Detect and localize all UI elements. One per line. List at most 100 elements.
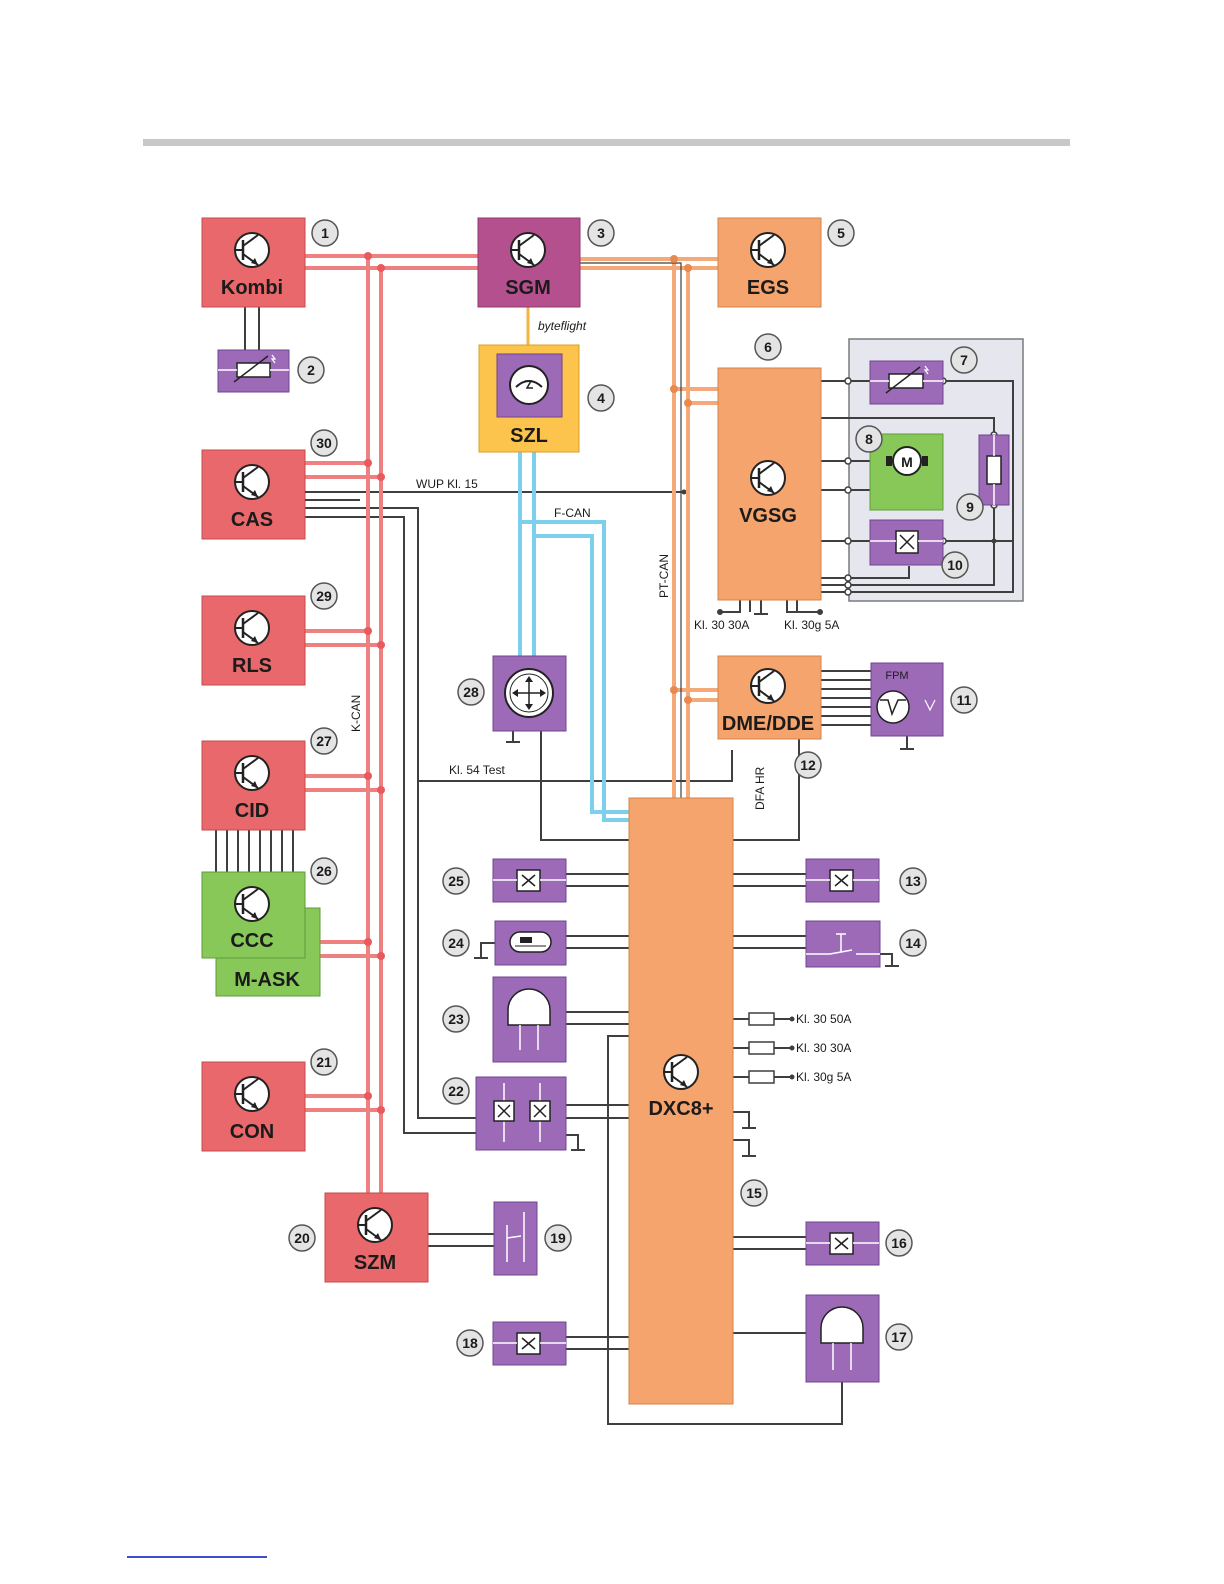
svg-text:17: 17 <box>891 1329 907 1345</box>
badge-21: 21 <box>311 1049 337 1075</box>
svg-text:23: 23 <box>448 1011 464 1027</box>
ccc-label: CCC <box>230 930 273 952</box>
rls-label: RLS <box>232 655 272 677</box>
sensor-23 <box>493 977 566 1062</box>
badge-13: 13 <box>900 868 926 894</box>
kl54-label: Kl. 54 Test <box>449 763 505 777</box>
svg-text:19: 19 <box>550 1230 566 1246</box>
dme-dde-label: DME/DDE <box>722 713 814 735</box>
svg-text:1: 1 <box>321 225 329 241</box>
cas-module: CAS <box>202 450 305 539</box>
header-rule <box>143 139 1070 146</box>
transistor-icon <box>235 465 269 499</box>
badge-9: 9 <box>957 494 983 520</box>
vgsg-label: VGSG <box>739 505 797 527</box>
svg-text:3: 3 <box>597 225 605 241</box>
badge-3: 3 <box>588 220 614 246</box>
svg-text:22: 22 <box>448 1083 464 1099</box>
motor-label: M <box>901 454 913 470</box>
transistor-icon <box>751 669 785 703</box>
badge-19: 19 <box>545 1225 571 1251</box>
svg-text:20: 20 <box>294 1230 310 1246</box>
svg-text:4: 4 <box>597 390 605 406</box>
badge-15: 15 <box>741 1180 767 1206</box>
svg-text:13: 13 <box>905 873 921 889</box>
badge-1: 1 <box>312 220 338 246</box>
transistor-icon <box>358 1208 392 1242</box>
transistor-icon <box>751 233 785 267</box>
svg-text:6: 6 <box>764 339 772 355</box>
svg-text:29: 29 <box>316 588 332 604</box>
badge-5: 5 <box>828 220 854 246</box>
ccc-module: CCC <box>202 872 305 958</box>
sensor-7 <box>870 361 943 404</box>
szm-label: SZM <box>354 1252 396 1274</box>
svg-text:7: 7 <box>960 352 968 368</box>
dfa-hr-label: DFA HR <box>753 766 767 810</box>
badge-23: 23 <box>443 1006 469 1032</box>
fuse-label-1: Kl. 30 50A <box>796 1012 851 1026</box>
svg-text:27: 27 <box>316 733 332 749</box>
badge-22: 22 <box>443 1078 469 1104</box>
cas-extra-wires <box>305 492 360 500</box>
svg-text:11: 11 <box>957 692 972 708</box>
svg-text:5: 5 <box>837 225 845 241</box>
fuse-label-3: Kl. 30g 5A <box>796 1070 851 1084</box>
hall-sensor-icon <box>821 1307 863 1343</box>
temperature-sensor-2 <box>218 350 289 392</box>
badge-17: 17 <box>886 1324 912 1350</box>
vgsg-terminal-left: Kl. 30 30A <box>694 618 749 632</box>
badge-6: 6 <box>755 334 781 360</box>
badge-30: 30 <box>311 430 337 456</box>
valve-18 <box>493 1322 566 1365</box>
svg-text:2: 2 <box>307 362 315 378</box>
valves-22 <box>476 1077 566 1150</box>
svg-text:21: 21 <box>316 1054 332 1070</box>
fpm-label: FPM <box>885 670 908 682</box>
dxc8-label: DXC8+ <box>648 1098 713 1120</box>
valve-16 <box>806 1222 879 1265</box>
sensor-icon <box>237 363 270 377</box>
svg-text:14: 14 <box>905 935 921 951</box>
fuse-icon <box>749 1042 774 1054</box>
badge-2: 2 <box>298 357 324 383</box>
fuse-icon <box>749 1013 774 1025</box>
cas-label: CAS <box>231 509 273 531</box>
szl-label: SZL <box>510 425 548 447</box>
sensor-24 <box>495 921 566 965</box>
badge-4: 4 <box>588 385 614 411</box>
svg-text:25: 25 <box>448 873 464 889</box>
kombi-label: Kombi <box>221 277 283 299</box>
sgm-label: SGM <box>505 277 551 299</box>
k-can-label: K-CAN <box>349 695 363 732</box>
fuse-icon <box>749 1071 774 1083</box>
steering-column-icon <box>510 366 548 404</box>
resistor-9 <box>979 435 1009 505</box>
badge-12: 12 <box>795 752 821 778</box>
con-label: CON <box>230 1121 274 1143</box>
svg-text:18: 18 <box>462 1335 478 1351</box>
svg-text:28: 28 <box>463 684 479 700</box>
hall-sensor-icon <box>508 989 550 1025</box>
switch-19 <box>494 1202 537 1275</box>
cid-label: CID <box>235 800 269 822</box>
badge-8: 8 <box>856 426 882 452</box>
egs-label: EGS <box>747 277 789 299</box>
svg-text:26: 26 <box>316 863 332 879</box>
pt-can-bus <box>580 259 718 800</box>
szm-module: SZM <box>325 1193 428 1282</box>
badge-25: 25 <box>443 868 469 894</box>
transistor-icon <box>751 461 785 495</box>
badge-11: 11 <box>951 687 977 713</box>
pedal-sensor-icon <box>877 691 909 723</box>
pt-can-core <box>580 263 681 798</box>
badge-26: 26 <box>311 858 337 884</box>
sensor-17 <box>806 1295 879 1382</box>
transistor-icon <box>235 756 269 790</box>
transistor-icon <box>511 233 545 267</box>
transistor-icon <box>664 1055 698 1089</box>
badge-29: 29 <box>311 583 337 609</box>
svg-text:16: 16 <box>891 1235 907 1251</box>
cid-module: CID <box>202 741 305 830</box>
szl-module: SZL <box>479 345 579 452</box>
